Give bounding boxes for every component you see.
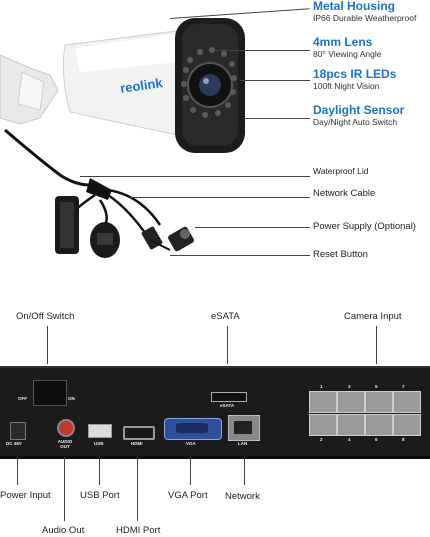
esata-panel-label: eSATA [220,403,235,408]
port-number: 5 [375,384,378,389]
port-number: 7 [402,384,405,389]
feature-metal-housing: Metal Housing IP66 Durable Weatherproof [313,0,416,23]
label-power-supply: Power Supply (Optional) [313,221,416,232]
callout-line-lens [215,50,310,51]
camera-port-3[interactable] [337,391,365,413]
feature-subtitle: 80° Viewing Angle [313,49,382,59]
dc-label: DC 48V [6,441,22,446]
callout-line-daylight [245,118,310,119]
camera-port-1[interactable] [309,391,337,413]
camera-port-2[interactable] [309,414,337,436]
pointer-switch [47,326,48,364]
feature-title: 4mm Lens [313,35,373,49]
port-number: 1 [320,384,323,389]
feature-title: Metal Housing [313,0,396,13]
feature-subtitle: 100ft Night Vision [313,81,380,91]
callout-line-reset [170,255,310,256]
port-number: 4 [348,437,351,442]
port-number: 8 [402,437,405,442]
callout-line-ir [240,80,310,81]
audio-label: AUDIO OUT [57,439,73,449]
hdmi-port[interactable] [123,426,155,440]
camera-port-7[interactable] [393,391,421,413]
usb-label: USB [94,441,104,446]
switch-on-label: ON [68,396,75,401]
feature-title: Daylight Sensor [313,103,405,117]
camera-port-6[interactable] [365,414,393,436]
label-reset-button: Reset Button [313,249,368,260]
feature-daylight-sensor: Daylight Sensor Day/Night Auto Switch [313,103,405,128]
feature-ir-leds: 18pcs IR LEDs 100ft Night Vision [313,67,397,92]
port-number: 6 [375,437,378,442]
switch-off-label: OFF [18,396,27,401]
label-audio-out: Audio Out [42,525,85,536]
camera-port-4[interactable] [337,414,365,436]
label-on-off-switch: On/Off Switch [16,311,75,322]
label-vga-port: VGA Port [168,490,208,501]
pointer-hdmi [137,457,138,521]
pointer-power [17,457,18,485]
power-switch[interactable] [33,380,67,406]
label-esata: eSATA [211,311,240,322]
usb-port[interactable] [88,424,112,438]
feature-lens: 4mm Lens 80° Viewing Angle [313,35,382,60]
callout-line-waterproof-lid [80,176,310,177]
callout-line-network-cable [130,197,310,198]
feature-title: 18pcs IR LEDs [313,67,397,81]
audio-jack[interactable] [57,419,75,437]
pointer-esata [227,326,228,364]
hdmi-label: HDMI [131,441,143,446]
vga-label: VGA [186,441,196,446]
pointer-network [244,457,245,485]
pointer-camera-input [376,326,377,364]
vga-pins [176,423,208,433]
label-network-cable: Network Cable [313,188,376,199]
label-camera-input: Camera Input [344,311,402,322]
port-number: 3 [348,384,351,389]
camera-port-8[interactable] [393,414,421,436]
label-network: Network [225,491,260,502]
label-waterproof-lid: Waterproof Lid [313,166,369,176]
label-usb-port: USB Port [80,490,120,501]
esata-port[interactable] [211,392,247,402]
pointer-usb [99,457,100,485]
label-power-input: Power Input [0,490,51,501]
dc-power-jack[interactable] [10,422,26,440]
label-hdmi-port: HDMI Port [116,525,161,536]
callout-line-power-supply [195,227,310,228]
feature-subtitle: Day/Night Auto Switch [313,117,398,127]
port-number: 2 [320,437,323,442]
lan-label: LAN [238,441,248,446]
lan-socket [234,421,252,434]
feature-subtitle: IP66 Durable Weatherproof [313,13,417,23]
camera-port-5[interactable] [365,391,393,413]
pointer-audio [64,457,65,521]
pointer-vga [190,457,191,485]
